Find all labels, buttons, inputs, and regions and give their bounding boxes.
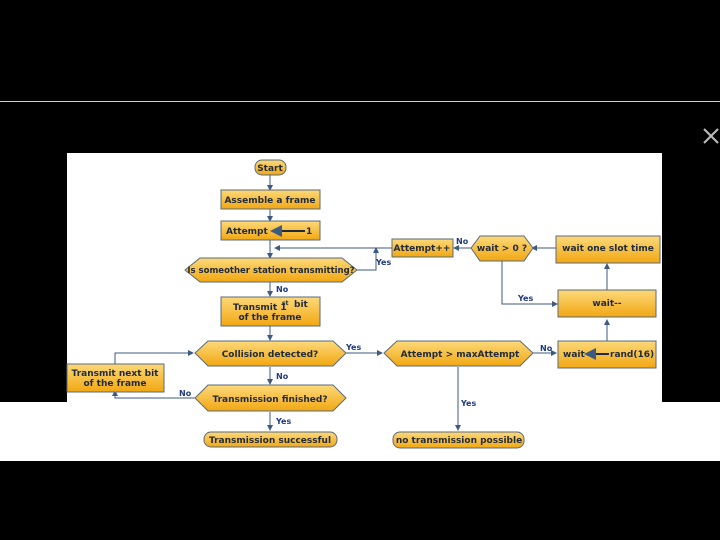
- label-no: No: [179, 389, 192, 398]
- node-wait-slot-label: wait one slot time: [562, 244, 654, 254]
- label-no: No: [276, 372, 289, 381]
- node-attempt-max-label: Attempt > maxAttempt: [401, 350, 520, 360]
- node-no-transmission: no transmission possible: [392, 431, 525, 449]
- node-wait-dec: wait--: [557, 289, 657, 318]
- node-transmit-next-line1: Transmit next bit: [72, 369, 160, 379]
- node-attempt-inc: Attempt++: [391, 238, 454, 258]
- node-attempt-inc-label: Attempt++: [394, 244, 451, 254]
- node-wait-rand: wait rand(16): [557, 340, 657, 369]
- node-transmit-next-line2: of the frame: [83, 379, 146, 389]
- node-finished: Transmission finished?: [194, 384, 347, 412]
- node-wait-slot: wait one slot time: [555, 235, 661, 264]
- label-yes: Yes: [275, 417, 291, 426]
- label-yes: Yes: [375, 258, 391, 267]
- node-collision: Collision detected?: [194, 340, 347, 367]
- node-attempt-max: Attempt > maxAttempt: [383, 340, 534, 367]
- slide-lower-band: [0, 402, 720, 461]
- node-start-label: Start: [257, 164, 283, 174]
- edge-station-loop-back: [357, 247, 379, 271]
- node-wait-check-label: wait > 0 ?: [477, 244, 527, 254]
- node-finished-label: Transmission finished?: [212, 395, 327, 405]
- label-no: No: [540, 344, 553, 353]
- edge-transmit-next-collision: [114, 350, 194, 364]
- node-success: Transmission successful: [203, 431, 338, 448]
- top-divider: [0, 101, 720, 102]
- node-attempt-init: Attempt 1: [220, 220, 321, 241]
- node-assemble-label: Assemble a frame: [224, 196, 315, 206]
- node-attempt-init-value: 1: [306, 227, 312, 237]
- node-success-label: Transmission successful: [209, 436, 331, 446]
- node-wait-dec-label: wait--: [592, 299, 622, 309]
- node-transmit-next: Transmit next bit of the frame: [66, 363, 165, 393]
- node-transmit-first-sup: st: [282, 300, 289, 307]
- node-transmit-first-line2: of the frame: [238, 313, 301, 323]
- edge-wait-check-wait-dec: [501, 261, 558, 307]
- node-assemble: Assemble a frame: [220, 189, 321, 210]
- node-wait-check: wait > 0 ?: [470, 235, 534, 262]
- label-no: No: [276, 285, 289, 294]
- node-attempt-init-var: Attempt: [226, 227, 268, 237]
- label-no: No: [456, 237, 469, 246]
- node-wait-rand-var: wait: [563, 350, 585, 360]
- node-collision-label: Collision detected?: [222, 350, 319, 360]
- edges: [112, 175, 610, 431]
- node-start: Start: [254, 159, 287, 176]
- node-station-check-label: Is someother station transmitting?: [187, 266, 354, 276]
- edge-finished-transmit-next: [112, 390, 195, 399]
- label-yes: Yes: [460, 399, 476, 408]
- label-yes: Yes: [517, 294, 533, 303]
- close-icon[interactable]: [700, 125, 720, 147]
- node-wait-rand-value: rand(16): [610, 350, 654, 360]
- edge-labels: No Yes Yes No No Yes Yes No No Yes: [179, 237, 553, 426]
- node-transmit-first-bit: bit: [294, 300, 309, 310]
- node-transmit-first-line1: Transmit 1: [233, 303, 287, 313]
- node-transmit-first: Transmit 1 st bit of the frame: [220, 296, 321, 327]
- node-no-transmission-label: no transmission possible: [396, 436, 522, 446]
- node-station-check: Is someother station transmitting?: [184, 257, 358, 283]
- label-yes: Yes: [345, 343, 361, 352]
